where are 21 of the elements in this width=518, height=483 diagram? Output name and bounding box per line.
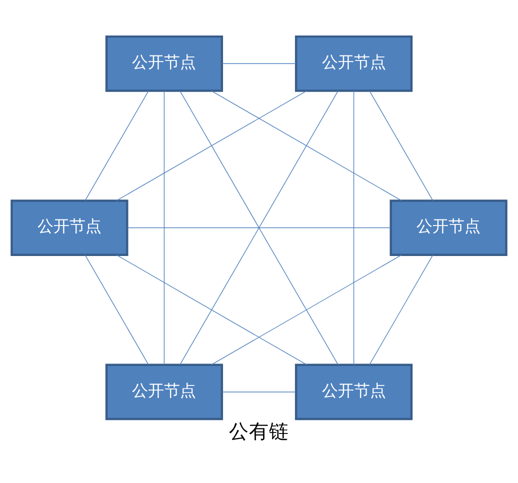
connector: [369, 90, 434, 201]
connector: [84, 254, 149, 365]
node-box: 公开节点: [105, 363, 224, 420]
connector: [180, 90, 338, 365]
connector: [222, 391, 296, 392]
connector: [369, 254, 434, 365]
connector: [84, 90, 149, 201]
connector: [127, 226, 391, 228]
connector: [222, 62, 296, 64]
node-box: 公开节点: [294, 363, 413, 420]
connector: [210, 254, 402, 365]
connector: [116, 90, 308, 201]
node-box: 公开节点: [10, 199, 128, 256]
connector: [116, 254, 308, 365]
node-box: 公开节点: [294, 34, 413, 92]
node-box: 公开节点: [390, 199, 508, 256]
node-box: 公开节点: [105, 34, 224, 92]
connector: [164, 90, 165, 365]
connector: [210, 90, 402, 201]
caption: 公有链: [229, 420, 289, 443]
connector: [353, 90, 354, 365]
